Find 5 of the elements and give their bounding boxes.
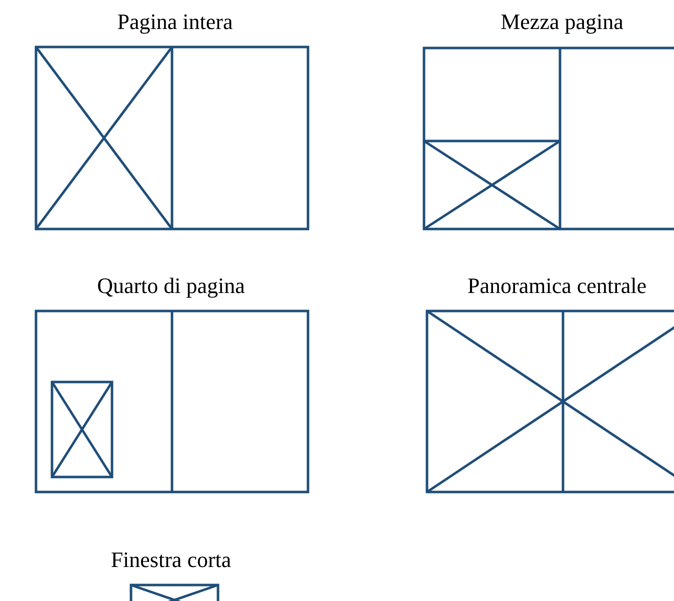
layout-title: Quarto di pagina xyxy=(96,272,246,300)
layout-title: Pagina intera xyxy=(116,8,234,36)
layout-title: Mezza pagina xyxy=(500,8,624,36)
layout-title: Finestra corta xyxy=(110,546,232,574)
layout-title: Panoramica centrale xyxy=(466,272,648,300)
